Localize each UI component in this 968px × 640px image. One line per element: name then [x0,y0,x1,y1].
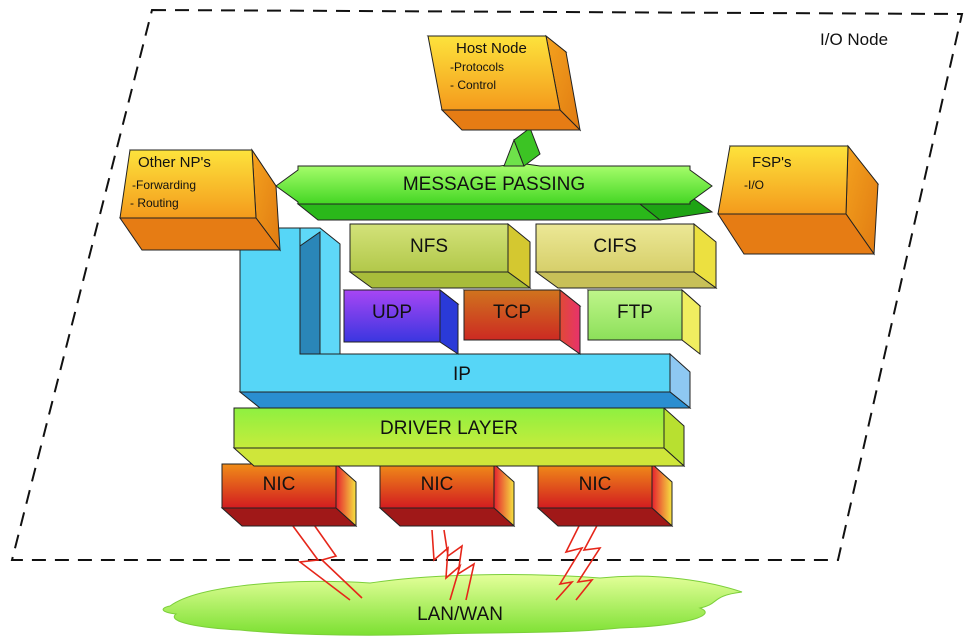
network-links [289,519,602,601]
nic-box-2 [378,462,516,528]
tcp-box [462,288,582,355]
ftp-box [586,288,702,356]
other-nps-box [119,148,281,252]
link-3 [555,519,602,601]
nfs-box [348,222,532,289]
message-passing-double-arrow [275,163,713,205]
ip-box [238,227,692,410]
link-1 [289,521,363,601]
nic-box-3 [536,462,674,528]
cifs-box [534,222,718,289]
udp-box [342,288,460,355]
message-passing-band [275,127,714,221]
nic-box-1 [220,462,358,528]
fsps-box [717,144,880,256]
host-node-box [426,34,582,132]
io-node-frame [10,8,964,561]
lan-wan-cloud [162,574,743,636]
link-2 [431,529,476,601]
driver-layer-box [232,406,686,468]
